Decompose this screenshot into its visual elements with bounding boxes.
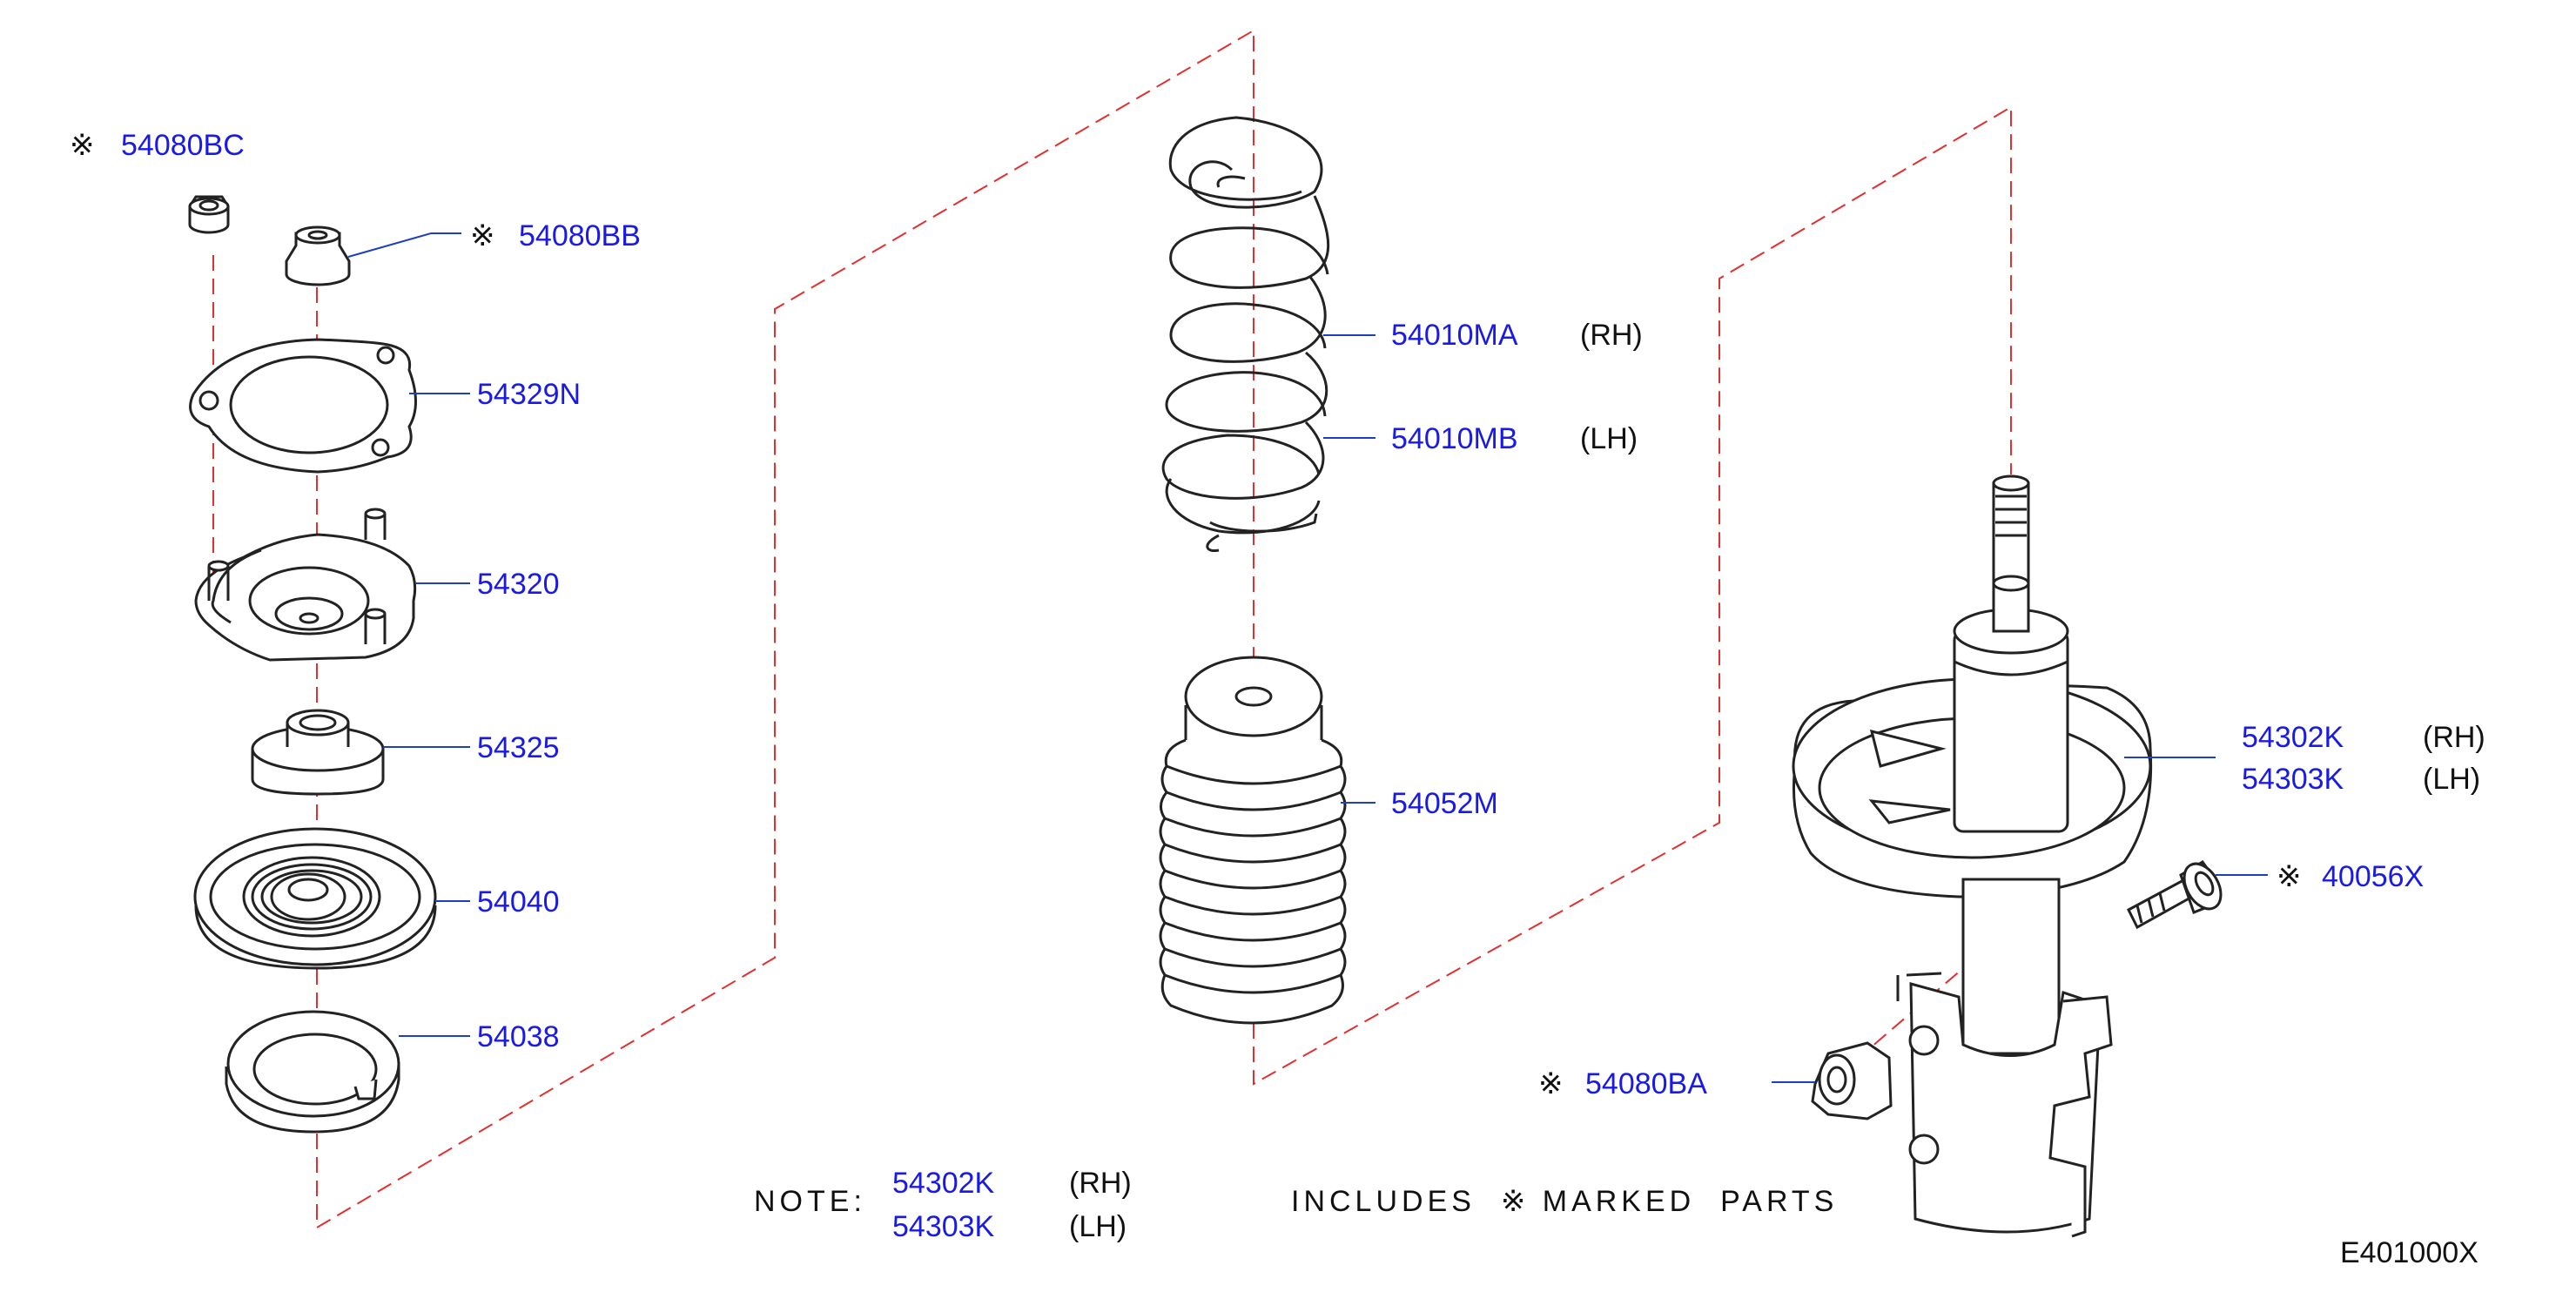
note-label: NOTE: [754,1185,866,1218]
note-part-number-rh[interactable]: 54302K [892,1167,995,1200]
part-number-54325[interactable]: 54325 [477,731,560,764]
leader-lines [347,232,2268,1083]
marked-symbol: ※ [70,129,95,162]
side-rh: (RH) [2423,721,2485,754]
note-part-number-lh[interactable]: 54303K [892,1210,995,1243]
part-number-54080bb[interactable]: 54080BB [519,219,641,252]
part-number-54010ma[interactable]: 54010MA [1391,319,1518,352]
note-side-rh: (RH) [1069,1167,1132,1200]
nut-54080bb [285,225,351,286]
part-number-54303k[interactable]: 54303K [2242,763,2344,796]
diagram-code: E401000X [2340,1236,2478,1269]
nut-54080ba [1811,1041,1893,1120]
side-lh: (LH) [1580,422,1638,455]
part-number-54320[interactable]: 54320 [477,568,560,601]
part-number-54052m[interactable]: 54052M [1391,787,1498,820]
side-lh: (LH) [2423,763,2481,796]
part-number-54010mb[interactable]: 54010MB [1391,422,1518,455]
strut-mount-54320 [194,508,417,662]
includes-marked-parts-note: INCLUDES ※ MARKED PARTS [1291,1185,1839,1218]
strut-assembly-54302k [1792,474,2153,1238]
side-rh: (RH) [1580,319,1643,352]
part-number-40056x[interactable]: 40056X [2322,860,2425,893]
part-number-54080bc[interactable]: 54080BC [121,129,245,162]
part-number-54302k[interactable]: 54302K [2242,721,2344,754]
part-number-54038[interactable]: 54038 [477,1020,560,1053]
marked-symbol: ※ [2277,860,2302,893]
marked-symbol: ※ [1538,1067,1564,1100]
part-number-54329n[interactable]: 54329N [477,378,582,411]
spring-seat-54038 [225,1010,400,1134]
note-side-lh: (LH) [1069,1210,1127,1243]
gasket-54329n [189,338,417,474]
dust-boot-54052m [1159,656,1347,1025]
part-number-54040[interactable]: 54040 [477,885,560,919]
bound-stopper-54325 [251,709,385,796]
marked-symbol: ※ [470,219,495,252]
bolt-40056x [2127,860,2223,930]
nut-54080bc [188,195,230,234]
coil-spring-54010m [1161,116,1330,553]
part-number-54080ba[interactable]: 54080BA [1585,1067,1707,1100]
bearing-54040 [193,827,437,970]
